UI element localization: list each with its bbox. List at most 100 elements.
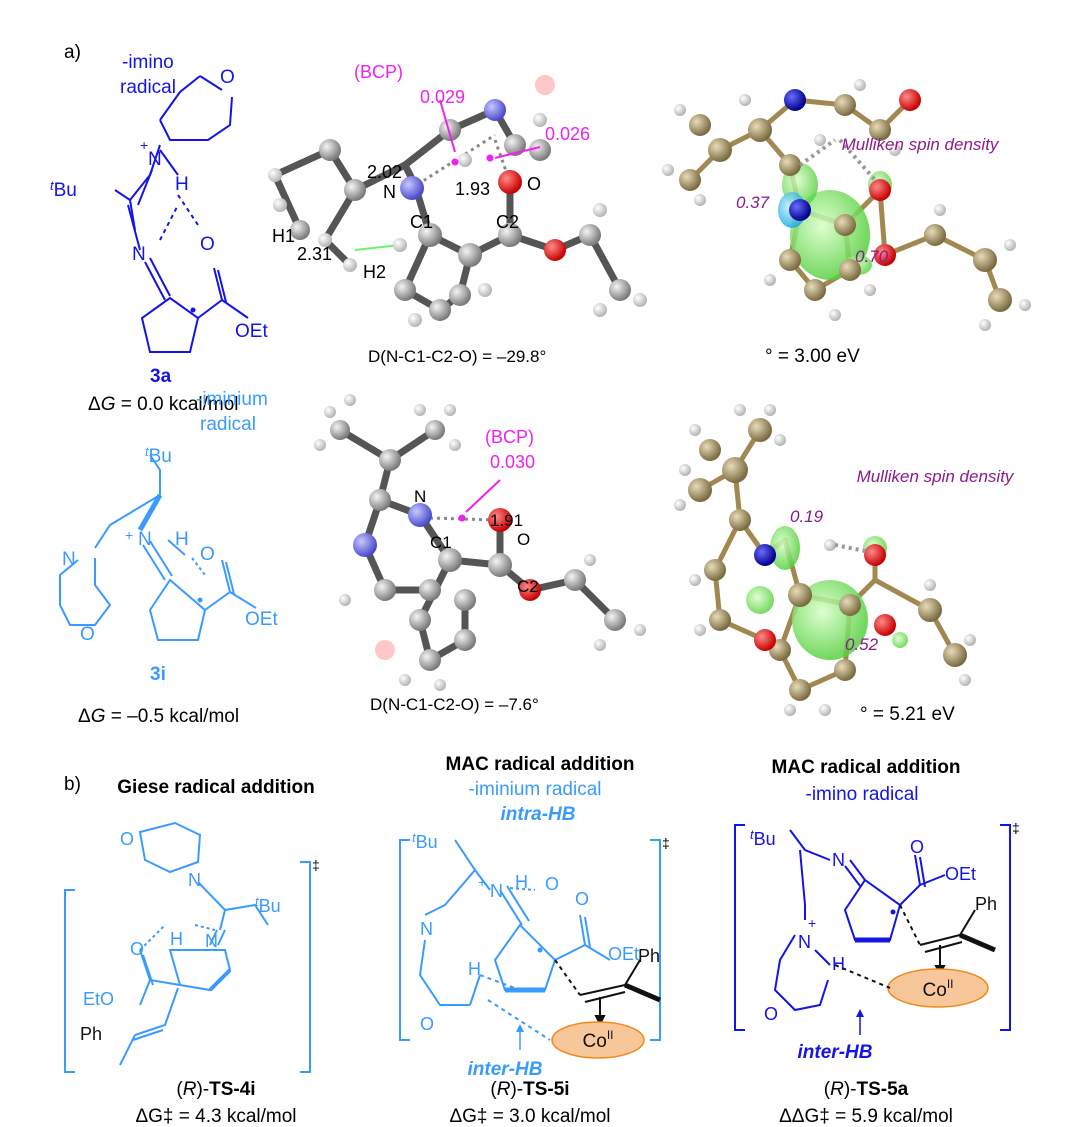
atom-c2-2: C2: [517, 577, 539, 596]
ts5i-ph: Ph: [638, 946, 660, 966]
ts5a-alkene: [899, 904, 996, 977]
ts5a-tbu: tBu: [750, 827, 776, 849]
ts5i-plus: +: [478, 874, 486, 890]
mac1-intra: intra-HB: [501, 804, 576, 825]
ts5a-dagger: ‡: [1012, 820, 1020, 836]
compound-3i: 3i: [150, 664, 166, 685]
atom-c1-1: C1: [410, 212, 433, 232]
ts5i-o-morph: O: [420, 1014, 434, 1034]
atom-c1-2: C1: [430, 533, 452, 552]
dg-3i: ΔG = –0.5 kcal/mol: [78, 706, 239, 727]
ts4i-dg: ΔG‡ = 4.3 kcal/mol: [135, 1106, 296, 1127]
struct-3a-label-2: radical: [120, 77, 176, 98]
struct-3a-o-atom: O: [220, 67, 235, 88]
ts5i-h2: H: [468, 959, 481, 979]
spin-title-2: Mulliken spin density: [857, 467, 1015, 486]
spin-title-1: Mulliken spin density: [842, 135, 1000, 154]
struct-3a-o2: O: [200, 234, 215, 255]
ts4i-bracket-dagger: ‡: [312, 857, 320, 873]
mac2-subtitle: -imino radical: [806, 784, 919, 805]
atom-o-1: O: [527, 174, 541, 194]
mac1-subtitle: -iminium radical: [468, 779, 601, 800]
ts4i-tbu: tBu: [255, 894, 281, 916]
ts5i-tbu: tBu: [412, 830, 438, 852]
atom-h1: H1: [272, 226, 295, 246]
distance-1: 2.02: [367, 162, 402, 182]
struct-3i-oet: OEt: [245, 609, 278, 630]
struct-3a-n: N: [132, 244, 146, 265]
distance-4: 1.91: [490, 511, 523, 530]
atom-c2-1: C2: [496, 212, 519, 232]
struct-3i-o2: O: [200, 544, 215, 565]
dihedral-3i: D(N-C1-C2-O) = –7.6°: [370, 695, 539, 714]
ts5a-plus: +: [808, 915, 816, 931]
struct-3i-o-morph: O: [80, 624, 95, 645]
struct-3a-plus: +: [140, 137, 148, 153]
ts5a-o-morph: O: [764, 1004, 778, 1024]
struct-3i-plus: +: [125, 527, 133, 543]
energy-3i: ° = 5.21 eV: [860, 704, 955, 725]
bcp-label-1: (BCP): [354, 62, 403, 82]
ts4i-h: H: [170, 929, 183, 949]
ts4i-n: N: [205, 931, 218, 951]
ts4i-eto: EtO: [83, 989, 114, 1009]
bcp-value-1: 0.029: [420, 87, 465, 107]
ts5i-nh: N: [490, 881, 503, 901]
atom-o-2: O: [517, 530, 530, 549]
radical-dot: [190, 307, 196, 313]
ts5i-h1: H: [515, 872, 528, 892]
model-3i-3d: [314, 394, 646, 691]
ts5i-o2: O: [575, 889, 589, 909]
ts5i-oet: OEt: [608, 944, 639, 964]
ts5a-o: O: [910, 837, 924, 857]
struct-3i-n-plus: N: [138, 529, 152, 550]
structure-3a: [114, 75, 249, 353]
ts5i-name: (R)-TS-5i: [490, 1079, 569, 1100]
radical-dot: [890, 909, 896, 915]
co-ellipse-1: [551, 1021, 645, 1059]
ts5a-h: H: [832, 954, 845, 974]
ts4i-o-morph: O: [120, 829, 134, 849]
co-label-2: CoII: [923, 977, 954, 1001]
struct-3a-tbu: tBu: [50, 178, 77, 201]
ts5a-n-plus: N: [798, 932, 811, 952]
structure-3i: [59, 454, 257, 641]
bcp-value-2: 0.026: [545, 124, 590, 144]
ts4i-o: O: [130, 939, 144, 959]
struct-3i-h: H: [175, 529, 189, 550]
struct-3i-label-2: radical: [200, 414, 256, 435]
panel-b-label: b): [64, 774, 81, 795]
mac1-inter: inter-HB: [468, 1059, 543, 1080]
ts5a-ph: Ph: [975, 894, 997, 914]
inter-hb-1-dash: [487, 999, 551, 1041]
ts5i-alkene: [554, 959, 661, 1027]
dihedral-3a: D(N-C1-C2-O) = –29.8°: [368, 347, 546, 366]
spin-value-2a: 0.19: [790, 507, 824, 526]
bcp-label-2: (BCP): [485, 427, 534, 447]
energy-3a: ° = 3.00 eV: [765, 346, 860, 367]
ts5a-dg: ΔΔG‡ = 5.9 kcal/mol: [779, 1106, 953, 1127]
ts5i-n-morph: N: [420, 919, 433, 939]
ts-4i-structure: [64, 821, 311, 1073]
radical-dot: [197, 597, 203, 603]
ts5a-oet: OEt: [945, 864, 976, 884]
mac2-title: MAC radical addition: [772, 757, 961, 778]
panel-a-label: a): [64, 42, 81, 63]
struct-3a-n-plus: N: [148, 149, 162, 170]
co-label-1: CoII: [583, 1028, 614, 1052]
spin-value-2b: 0.52: [845, 635, 879, 654]
struct-3a-oet: OEt: [235, 321, 268, 342]
model-3a-3d: [268, 75, 647, 327]
atom-n-2: N: [414, 487, 426, 506]
spin-value-1b: 0.70: [855, 247, 889, 266]
ts-5i-structure: [399, 839, 661, 1041]
struct-3a-h: H: [175, 174, 189, 195]
mac1-title: MAC radical addition: [446, 754, 635, 775]
struct-3i-tbu: tBu: [145, 444, 172, 467]
struct-3a-label-1: -imino: [122, 52, 174, 73]
distance-2: 1.93: [455, 179, 490, 199]
giese-title: Giese radical addition: [117, 777, 314, 798]
inter-hb-2-dash: [834, 964, 891, 989]
spin-model-3i: [674, 404, 976, 716]
